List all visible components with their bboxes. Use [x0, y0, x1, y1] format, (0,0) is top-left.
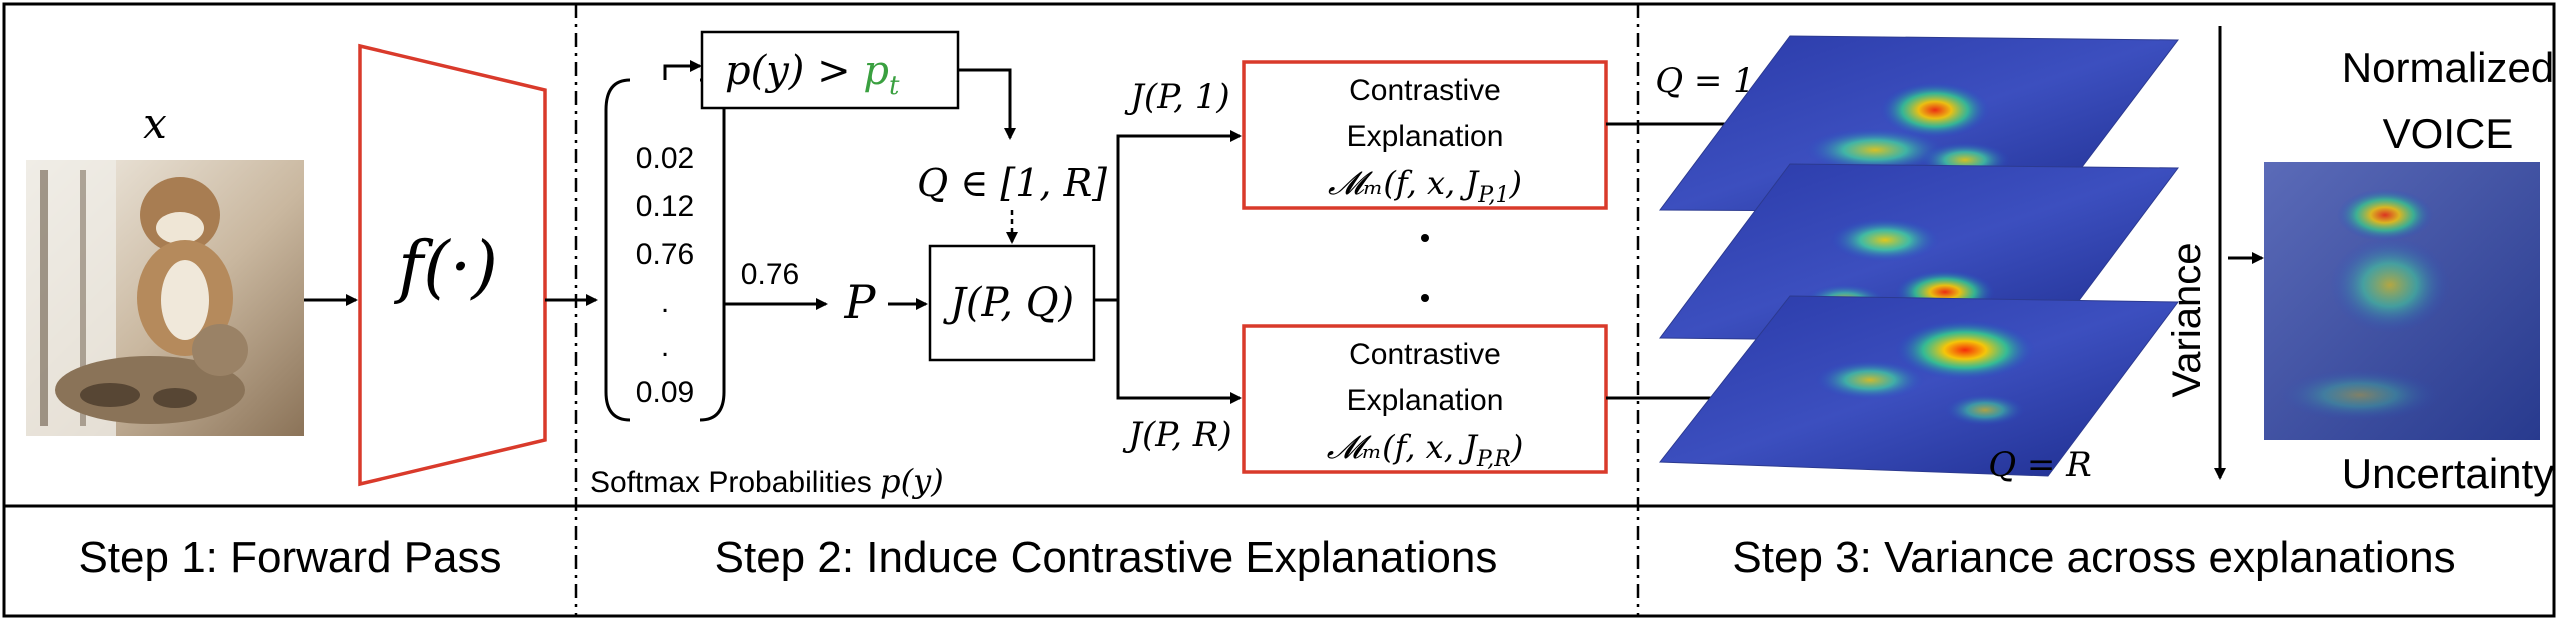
softmax-caption: Softmax Probabilities p(y)	[590, 462, 944, 500]
explanation-bottom-formula: 𝓜ₘ(f, x, JP,R)	[1327, 428, 1524, 472]
explanation-top-formula-close: )	[1509, 164, 1522, 202]
model-trapezoid	[358, 43, 547, 487]
output-title-line1: Normalized	[2342, 44, 2554, 91]
arrow-branch-bottom	[1116, 300, 1242, 404]
q-bottom-label: Q = R	[1988, 445, 2092, 485]
softmax-bracket-left	[604, 78, 631, 422]
softmax-value: 0.76	[636, 238, 694, 271]
explanation-top-formula: 𝓜ₘ(f, x, JP,1)	[1328, 164, 1522, 208]
step1-caption: Step 1: Forward Pass	[78, 533, 501, 582]
explanation-bottom-line2: Explanation	[1347, 384, 1504, 417]
heatmap-layer-bottom	[1659, 295, 2179, 477]
arrow-branch-top	[1116, 130, 1242, 300]
softmax-value: 0.09	[636, 376, 694, 409]
explanation-bottom-formula-main: 𝓜ₘ(f, x, J	[1327, 428, 1479, 466]
j-box	[928, 244, 1096, 362]
explanation-bottom-formula-close: )	[1510, 428, 1523, 466]
variance-label: Variance	[2165, 243, 2209, 398]
threshold-lhs: p(y) >	[725, 48, 863, 94]
threshold-rhs: p	[863, 48, 889, 94]
model-label: f(·)	[393, 228, 498, 307]
threshold-sub: t	[889, 71, 900, 101]
step3-caption: Step 3: Variance across explanations	[1732, 533, 2455, 582]
softmax-caption-math: p(y)	[880, 462, 944, 500]
j-box-label: J(P, Q)	[943, 280, 1074, 326]
explanation-box-bottom	[1242, 324, 1608, 474]
explanation-bottom-line1: Contrastive	[1349, 338, 1501, 371]
step2-caption: Step 2: Induce Contrastive Explanations	[715, 533, 1498, 582]
softmax-value: .	[661, 286, 669, 319]
explanation-top-formula-sub: P,1	[1477, 183, 1509, 208]
threshold-expression: p(y) > pt	[725, 48, 900, 101]
softmax-bracket-right	[699, 78, 726, 422]
input-image	[26, 160, 304, 436]
output-title-line2: VOICE	[2383, 110, 2514, 157]
softmax-caption-text: Softmax Probabilities	[590, 466, 880, 499]
ellipsis-dot	[1421, 234, 1429, 242]
explanation-bottom-formula-sub: P,R	[1476, 447, 1511, 472]
explanation-top-line1: Contrastive	[1349, 74, 1501, 107]
softmax-value: 0.12	[636, 190, 694, 223]
softmax-values: 0.02 0.12 0.76 . . 0.09	[636, 142, 694, 409]
explanation-box-top	[1242, 60, 1608, 210]
uncertainty-map-image	[2264, 162, 2540, 440]
q-top-label: Q = 1	[1655, 61, 1755, 101]
explanation-top-line2: Explanation	[1347, 120, 1504, 153]
selected-prob-label: 0.76	[741, 258, 799, 291]
q-range-label: Q ∈ [1, R]	[917, 161, 1107, 205]
softmax-value: 0.02	[636, 142, 694, 175]
arrow-softmax-to-threshold	[663, 60, 702, 80]
p-label: P	[844, 275, 877, 329]
input-label: x	[143, 99, 167, 148]
explanation-top-formula-main: 𝓜ₘ(f, x, J	[1328, 164, 1480, 202]
output-footer: Uncertainty	[2342, 450, 2554, 497]
branch-top-label: J(P, 1)	[1124, 77, 1229, 117]
softmax-value: .	[661, 330, 669, 363]
branch-bottom-label: J(P, R)	[1122, 415, 1231, 455]
arrow-threshold-to-q	[958, 68, 1016, 140]
ellipsis-dot	[1421, 294, 1429, 302]
